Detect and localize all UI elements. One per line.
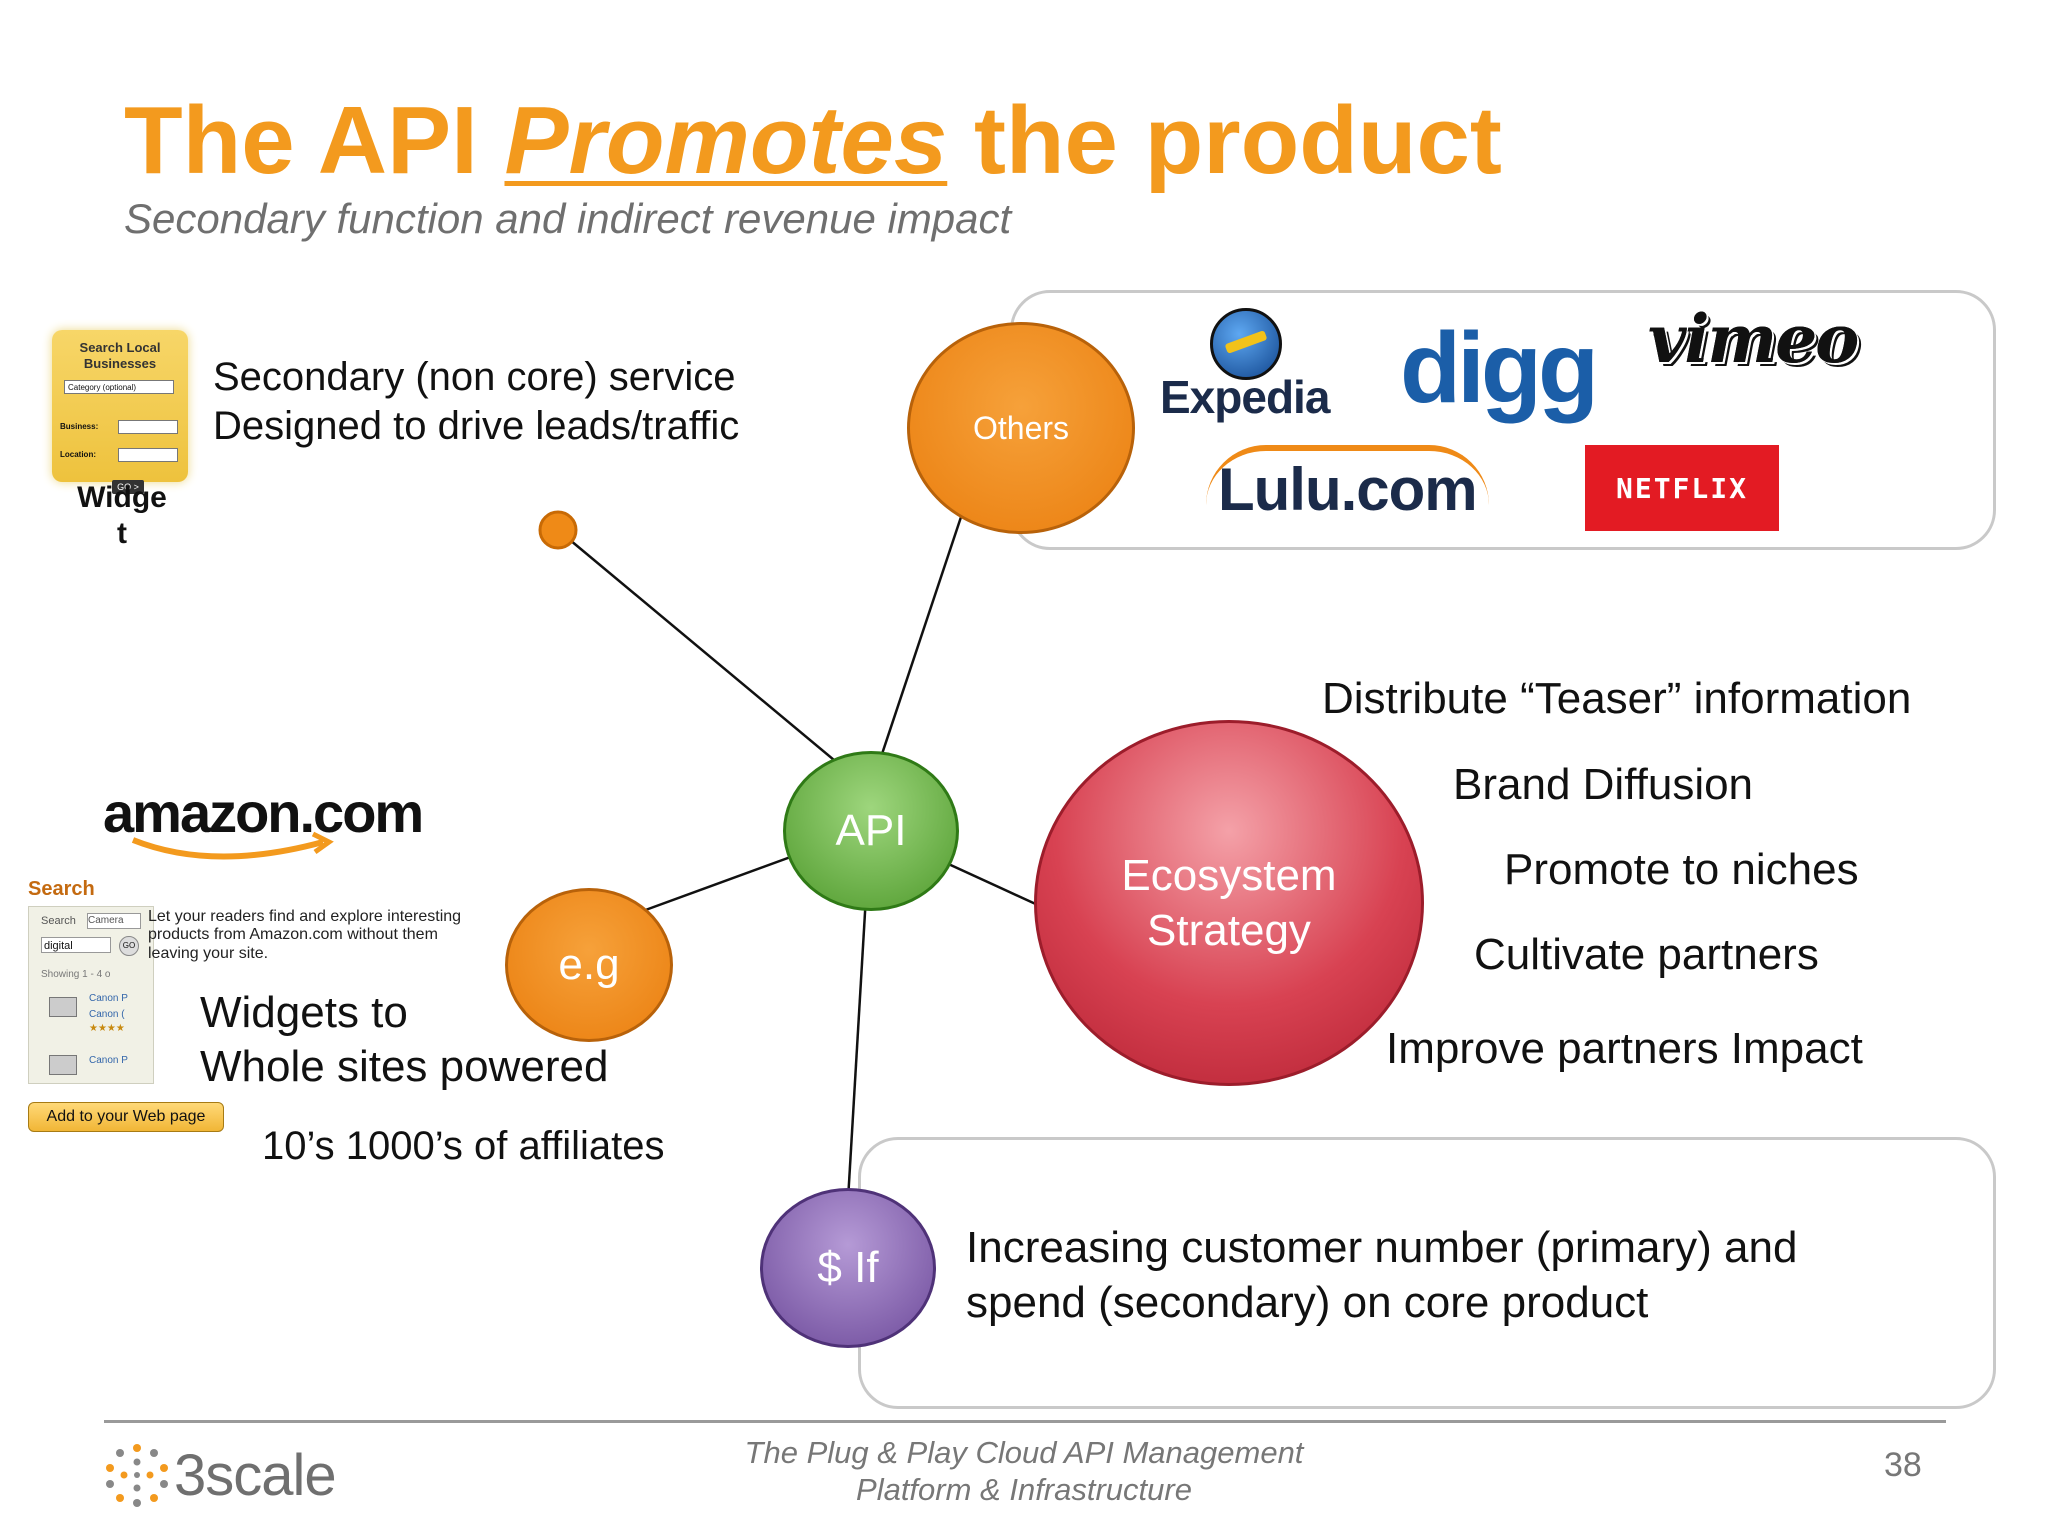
ecosystem-point-4: Cultivate partners xyxy=(1474,930,1819,979)
widgets-text-line2: Whole sites powered xyxy=(200,1041,609,1091)
netflix-logo: NETFLIX xyxy=(1585,445,1779,531)
title-part1: The API xyxy=(124,87,505,194)
widget-caption-line1: Widge xyxy=(77,481,167,514)
title-emphasis: Promotes xyxy=(504,87,948,194)
footer-divider xyxy=(104,1420,1946,1423)
digg-logo: digg xyxy=(1400,312,1599,424)
widget-business-field[interactable] xyxy=(118,420,178,434)
if-description-box xyxy=(858,1137,1996,1409)
widget-text-line2: Designed to drive leads/traffic xyxy=(213,403,740,448)
widget-location-label: Location: xyxy=(60,450,96,459)
amazon-search-label: Search xyxy=(41,915,76,927)
amazon-search-widget: Search Search Camera digital GO Showing … xyxy=(12,870,672,1084)
amazon-widget-panel: Search Camera digital GO Showing 1 - 4 o… xyxy=(28,906,154,1084)
title-part2: the product xyxy=(947,87,1502,194)
page-number: 38 xyxy=(1884,1446,1922,1484)
vimeo-logo-text: vimeo xyxy=(1648,300,1859,378)
if-node: $ If xyxy=(760,1188,936,1348)
amazon-add-to-web-page-button[interactable]: Add to your Web page xyxy=(28,1102,224,1132)
amazon-logo: amazon.com xyxy=(103,780,443,870)
vimeo-logo: vimeo xyxy=(1648,300,1859,430)
amazon-item-2[interactable]: Canon ( xyxy=(89,1009,125,1020)
others-logos-box xyxy=(1010,290,1996,550)
expedia-globe-icon xyxy=(1210,308,1282,380)
if-text-line1: Increasing customer number (primary) and xyxy=(966,1223,1798,1272)
widgets-whole-sites-text: Widgets to Whole sites powered xyxy=(200,986,608,1093)
others-node-label: Others xyxy=(972,409,1070,446)
slide-title: The API Promotes the product xyxy=(124,88,1502,194)
widget-header-line1: Search Local xyxy=(79,340,161,355)
widget-category-field[interactable]: Category (optional) xyxy=(64,380,174,394)
lulu-logo: Lulu.com xyxy=(1206,445,1489,524)
widget-go-button[interactable]: GO > xyxy=(112,480,144,494)
amazon-item-stars: ★★★★ xyxy=(89,1023,125,1034)
widget-location-field[interactable] xyxy=(118,448,178,462)
3scale-dots-icon xyxy=(106,1444,168,1507)
amazon-item-camera-icon-2 xyxy=(49,1055,77,1075)
footer-brand-logo: 3scale xyxy=(102,1440,362,1510)
eg-node: e.g xyxy=(505,888,673,1042)
footer-brand-text: 3scale xyxy=(174,1443,337,1508)
amazon-item-3[interactable]: Canon P xyxy=(89,1055,128,1066)
amazon-item-camera-icon xyxy=(49,997,77,1017)
ecosystem-point-5: Improve partners Impact xyxy=(1386,1024,1863,1073)
others-node: Others xyxy=(907,322,1135,534)
ecosystem-label-line1: Ecosystem xyxy=(1121,851,1337,900)
widget-description: Secondary (non core) service Designed to… xyxy=(213,353,739,451)
search-widget-image: Search Local Businesses Category (option… xyxy=(52,330,188,494)
netflix-logo-text: NETFLIX xyxy=(1615,471,1748,505)
amazon-widget-description: Let your readers find and explore intere… xyxy=(148,908,461,963)
widgets-text-line1: Widgets to xyxy=(200,988,408,1037)
amazon-logo-text: amazon.com xyxy=(103,781,424,844)
widget-caption-line2: t xyxy=(117,517,127,550)
if-text-line2: spend (secondary) on core product xyxy=(966,1278,1649,1327)
if-node-label: $ If xyxy=(817,1243,879,1292)
line-api-others xyxy=(868,513,964,791)
amazon-desc-line2: products from Amazon.com without them xyxy=(148,926,438,944)
footer-tagline: The Plug & Play Cloud API Management Pla… xyxy=(724,1434,1324,1508)
widget-node-dot xyxy=(538,510,578,550)
affiliates-text: 10’s 1000’s of affiliates xyxy=(262,1124,665,1168)
ecosystem-point-2: Brand Diffusion xyxy=(1453,760,1754,809)
widget-caption: Widge t xyxy=(66,480,178,552)
if-description: Increasing customer number (primary) and… xyxy=(966,1220,1797,1330)
eg-node-label: e.g xyxy=(558,940,620,989)
expedia-logo-text: Expedia xyxy=(1160,371,1330,423)
footer-tagline-line2: Platform & Infrastructure xyxy=(856,1472,1192,1508)
ecosystem-strategy-node: Ecosystem Strategy xyxy=(1034,720,1424,1086)
amazon-go-button[interactable]: GO xyxy=(119,936,139,956)
api-node: API xyxy=(783,751,959,911)
api-node-label: API xyxy=(835,806,907,855)
slide-subtitle: Secondary function and indirect revenue … xyxy=(124,195,1012,242)
widget-text-line1: Secondary (non core) service xyxy=(213,355,736,399)
widget-header-line2: Businesses xyxy=(83,356,157,371)
ecosystem-point-1: Distribute “Teaser” information xyxy=(1322,674,1912,723)
amazon-desc-line1: Let your readers find and explore intere… xyxy=(148,908,462,925)
amazon-smile-icon xyxy=(131,831,334,860)
line-api-widget xyxy=(557,529,871,791)
amazon-widget-header: Search xyxy=(28,878,95,900)
ecosystem-point-3: Promote to niches xyxy=(1504,845,1859,894)
widget-business-label: Business: xyxy=(60,422,99,431)
amazon-item-1[interactable]: Canon P xyxy=(89,993,128,1004)
amazon-search-scope[interactable]: Camera xyxy=(87,913,141,929)
amazon-showing-text: Showing 1 - 4 o xyxy=(41,969,111,980)
amazon-search-input[interactable]: digital xyxy=(41,937,111,953)
ecosystem-label-line2: Strategy xyxy=(1147,906,1311,955)
expedia-logo: Expedia xyxy=(1160,304,1330,434)
amazon-desc-line3: leaving your site. xyxy=(148,944,269,962)
footer-tagline-line1: The Plug & Play Cloud API Management xyxy=(744,1435,1304,1470)
